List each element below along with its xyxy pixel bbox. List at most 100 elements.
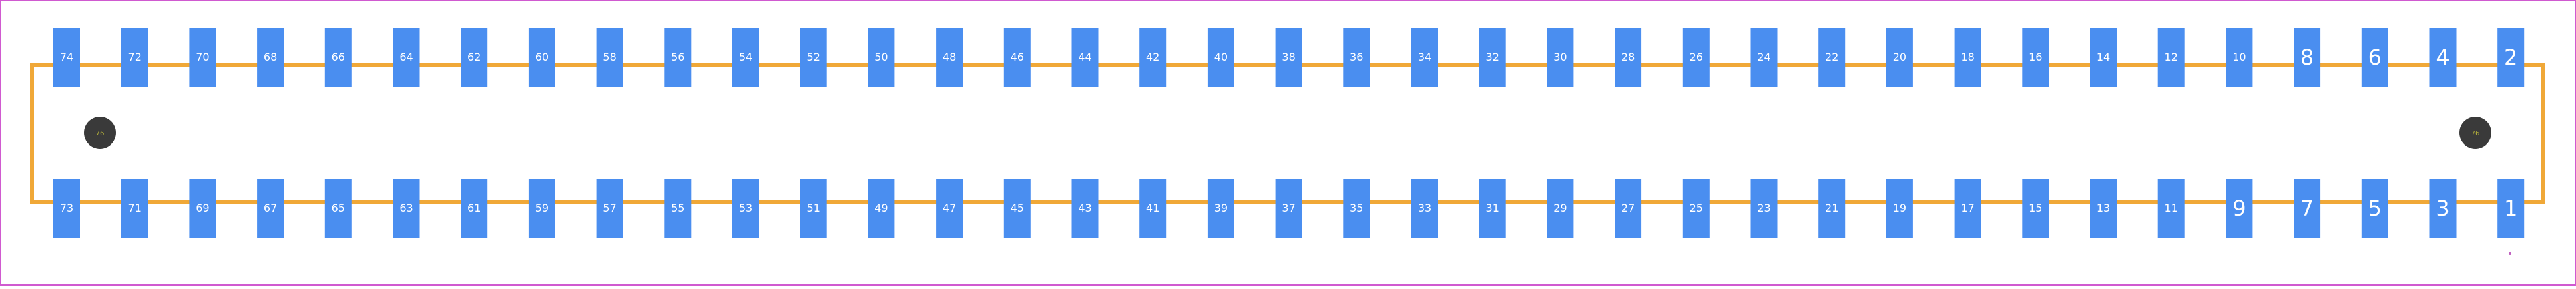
pad-rect — [1139, 28, 1167, 87]
pad-label: 15 — [2029, 202, 2042, 214]
pad-label: 54 — [739, 51, 752, 63]
pad-label: 17 — [1961, 202, 1974, 214]
pad-65: 65 — [324, 179, 352, 238]
pad-3: 3 — [2429, 179, 2457, 238]
pad-label: 6 — [2368, 45, 2382, 70]
pad-label: 13 — [2097, 202, 2110, 214]
pad-57: 57 — [596, 179, 623, 238]
pad-36: 36 — [1343, 28, 1370, 87]
pad-61: 61 — [461, 179, 488, 238]
pad-rect — [936, 28, 963, 87]
pad-rect — [189, 28, 216, 87]
pad-51: 51 — [800, 179, 827, 238]
pad-8: 8 — [2294, 28, 2321, 87]
hole-label: 76 — [2471, 130, 2480, 137]
pad-label: 12 — [2165, 51, 2178, 63]
pad-19: 19 — [1886, 179, 1913, 238]
pad-rect — [2361, 179, 2388, 238]
pad-rect — [1411, 179, 1438, 238]
pad-rect — [2226, 28, 2253, 87]
pad-label: 18 — [1961, 51, 1974, 63]
pad-label: 42 — [1146, 51, 1160, 63]
pad-64: 64 — [393, 28, 420, 87]
pad-rect — [1547, 28, 1574, 87]
pad-rect — [1003, 179, 1031, 238]
pad-label: 61 — [467, 202, 481, 214]
pad-rect — [528, 28, 555, 87]
pad-54: 54 — [732, 28, 759, 87]
pad-label: 33 — [1418, 202, 1431, 214]
pad-53: 53 — [732, 179, 759, 238]
pad-17: 17 — [1954, 179, 1981, 238]
pad-rect — [2157, 179, 2185, 238]
pad-label: 43 — [1078, 202, 1091, 214]
pad-25: 25 — [1682, 179, 1710, 238]
pad-label: 49 — [874, 202, 888, 214]
pad-label: 63 — [399, 202, 413, 214]
pad-34: 34 — [1411, 28, 1438, 87]
pad-label: 57 — [603, 202, 616, 214]
pad-label: 74 — [60, 51, 73, 63]
pad-18: 18 — [1954, 28, 1981, 87]
pad-58: 58 — [596, 28, 623, 87]
pad-label: 69 — [196, 202, 209, 214]
pad-29: 29 — [1547, 179, 1574, 238]
pad-label: 65 — [332, 202, 345, 214]
pad-43: 43 — [1071, 179, 1099, 238]
pad-label: 58 — [603, 51, 616, 63]
pad-label: 51 — [807, 202, 820, 214]
pad-rect — [1207, 179, 1234, 238]
pad-rect — [1343, 179, 1370, 238]
pad-label: 2 — [2504, 45, 2517, 70]
pad-rect — [324, 28, 352, 87]
pad-45: 45 — [1003, 179, 1031, 238]
pad-rect — [1207, 28, 1234, 87]
pad-rect — [1139, 179, 1167, 238]
pad-12: 12 — [2157, 28, 2185, 87]
pad-rect — [393, 179, 420, 238]
pad-label: 3 — [2436, 196, 2449, 221]
pad-rect — [1547, 179, 1574, 238]
pad-rect — [1003, 28, 1031, 87]
pad-label: 71 — [128, 202, 142, 214]
pad-rect — [1615, 179, 1642, 238]
pad-24: 24 — [1750, 28, 1778, 87]
pad-rect — [2157, 28, 2185, 87]
pad-rect — [1886, 28, 1913, 87]
pad-label: 55 — [671, 202, 684, 214]
pad-30: 30 — [1547, 28, 1574, 87]
pad-rect — [121, 28, 148, 87]
pad-label: 26 — [1690, 51, 1703, 63]
pad-label: 47 — [943, 202, 956, 214]
pad-44: 44 — [1071, 28, 1099, 87]
pad-16: 16 — [2022, 28, 2049, 87]
pad-rect — [732, 179, 759, 238]
pin1-marker: • — [2507, 249, 2513, 260]
pad-label: 21 — [1825, 202, 1838, 214]
pad-rect — [2429, 28, 2457, 87]
pad-rect — [1954, 28, 1981, 87]
pad-46: 46 — [1003, 28, 1031, 87]
pad-label: 70 — [196, 51, 209, 63]
pad-rect — [53, 28, 80, 87]
pad-rect — [2090, 28, 2117, 87]
pad-label: 73 — [60, 202, 73, 214]
pad-27: 27 — [1615, 179, 1642, 238]
pad-rect — [732, 28, 759, 87]
pad-67: 67 — [257, 179, 284, 238]
pad-68: 68 — [257, 28, 284, 87]
pad-label: 5 — [2368, 196, 2382, 221]
pad-rect — [2497, 28, 2525, 87]
pad-66: 66 — [324, 28, 352, 87]
pad-label: 11 — [2165, 202, 2178, 214]
pad-rect — [1750, 179, 1778, 238]
pad-rect — [800, 28, 827, 87]
pad-20: 20 — [1886, 28, 1913, 87]
pad-21: 21 — [1818, 179, 1846, 238]
pad-63: 63 — [393, 179, 420, 238]
pad-rect — [1750, 28, 1778, 87]
